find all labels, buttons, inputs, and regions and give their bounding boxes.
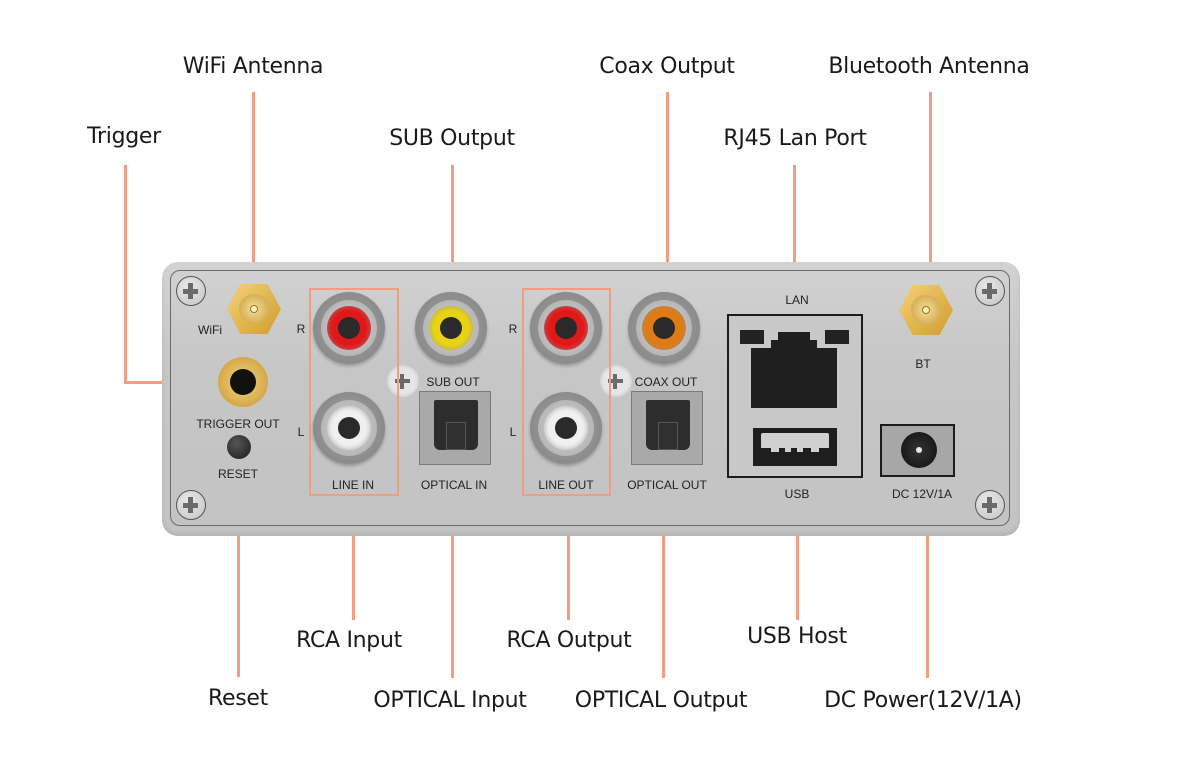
trigger-out-jack (218, 357, 268, 407)
callout-usb-host: USB Host (747, 624, 847, 649)
panel-label-lan: LAN (785, 293, 809, 307)
panel-label-l: L (297, 425, 305, 439)
line-in-highlight-box (309, 288, 399, 496)
panel-label-wifi: WiFi (198, 323, 222, 337)
panel-label-coax-out: COAX OUT (634, 375, 698, 389)
line-in-left-jack (313, 392, 385, 464)
screw-icon (387, 365, 419, 397)
callout-dc-power: DC Power(12V/1A) (824, 688, 1022, 713)
lan-led-right (825, 330, 849, 344)
reset-button[interactable] (227, 435, 251, 459)
dc-power-jack (880, 424, 955, 477)
panel-label-r: R (296, 322, 306, 336)
panel-label-reset: RESET (217, 467, 259, 481)
panel-label-sub-out: SUB OUT (426, 375, 480, 389)
line-out-left-jack (530, 392, 602, 464)
panel-label-line-out: LINE OUT (538, 478, 594, 492)
optical-out-port (631, 391, 703, 465)
panel-label-dc: DC 12V/1A (891, 487, 953, 501)
leader-line-coax (666, 92, 669, 312)
panel-label-optical-in: OPTICAL IN (420, 478, 488, 492)
panel-label-optical-out: OPTICAL OUT (627, 478, 707, 492)
line-out-right-jack (530, 292, 602, 364)
panel-label-bt: BT (915, 357, 931, 371)
callout-sub-output: SUB Output (389, 126, 515, 151)
leader-line-dc (926, 460, 929, 678)
leader-line-sub (451, 165, 454, 313)
screw-icon (176, 276, 206, 306)
usb-port (753, 428, 837, 466)
screw-icon (975, 490, 1005, 520)
leader-line-optical-input (451, 462, 454, 678)
rj45-port-icon (751, 332, 837, 408)
panel-label-usb: USB (784, 487, 810, 501)
optical-in-port (419, 391, 491, 465)
screw-icon (975, 276, 1005, 306)
leader-line-optical-output (662, 462, 665, 678)
leader-line-rca-input (352, 496, 355, 620)
lan-led-left (740, 330, 764, 344)
screw-icon (600, 365, 632, 397)
leader-line-reset (237, 472, 240, 677)
leader-line-wifi (252, 92, 255, 310)
callout-rj45-lan-port: RJ45 Lan Port (723, 126, 867, 151)
panel-label-line-in: LINE IN (331, 478, 375, 492)
panel-label-r: R (508, 322, 518, 336)
line-out-highlight-box (522, 288, 611, 496)
callout-rca-input: RCA Input (296, 628, 402, 653)
leader-line-rca-output (567, 496, 570, 620)
callout-coax-output: Coax Output (599, 54, 735, 79)
coax-out-jack (628, 292, 700, 364)
screw-icon (176, 490, 206, 520)
leader-line-trigger-vertical (124, 165, 127, 384)
wifi-antenna-connector (227, 284, 281, 334)
callout-trigger: Trigger (87, 124, 161, 149)
leader-line-bt (929, 92, 932, 310)
callout-bluetooth-antenna: Bluetooth Antenna (828, 54, 1030, 79)
leader-line-lan (793, 165, 796, 316)
callout-optical-output: OPTICAL Output (574, 688, 748, 713)
sub-out-jack (415, 292, 487, 364)
callout-rca-output: RCA Output (506, 628, 632, 653)
panel-label-l: L (509, 425, 517, 439)
callout-reset: Reset (208, 686, 268, 711)
callout-optical-input: OPTICAL Input (373, 688, 527, 713)
rear-panel-border (170, 270, 1010, 526)
callout-wifi-antenna: WiFi Antenna (182, 54, 324, 79)
line-in-right-jack (313, 292, 385, 364)
bluetooth-antenna-connector (899, 285, 953, 335)
panel-label-trigger-out: TRIGGER OUT (196, 417, 280, 431)
